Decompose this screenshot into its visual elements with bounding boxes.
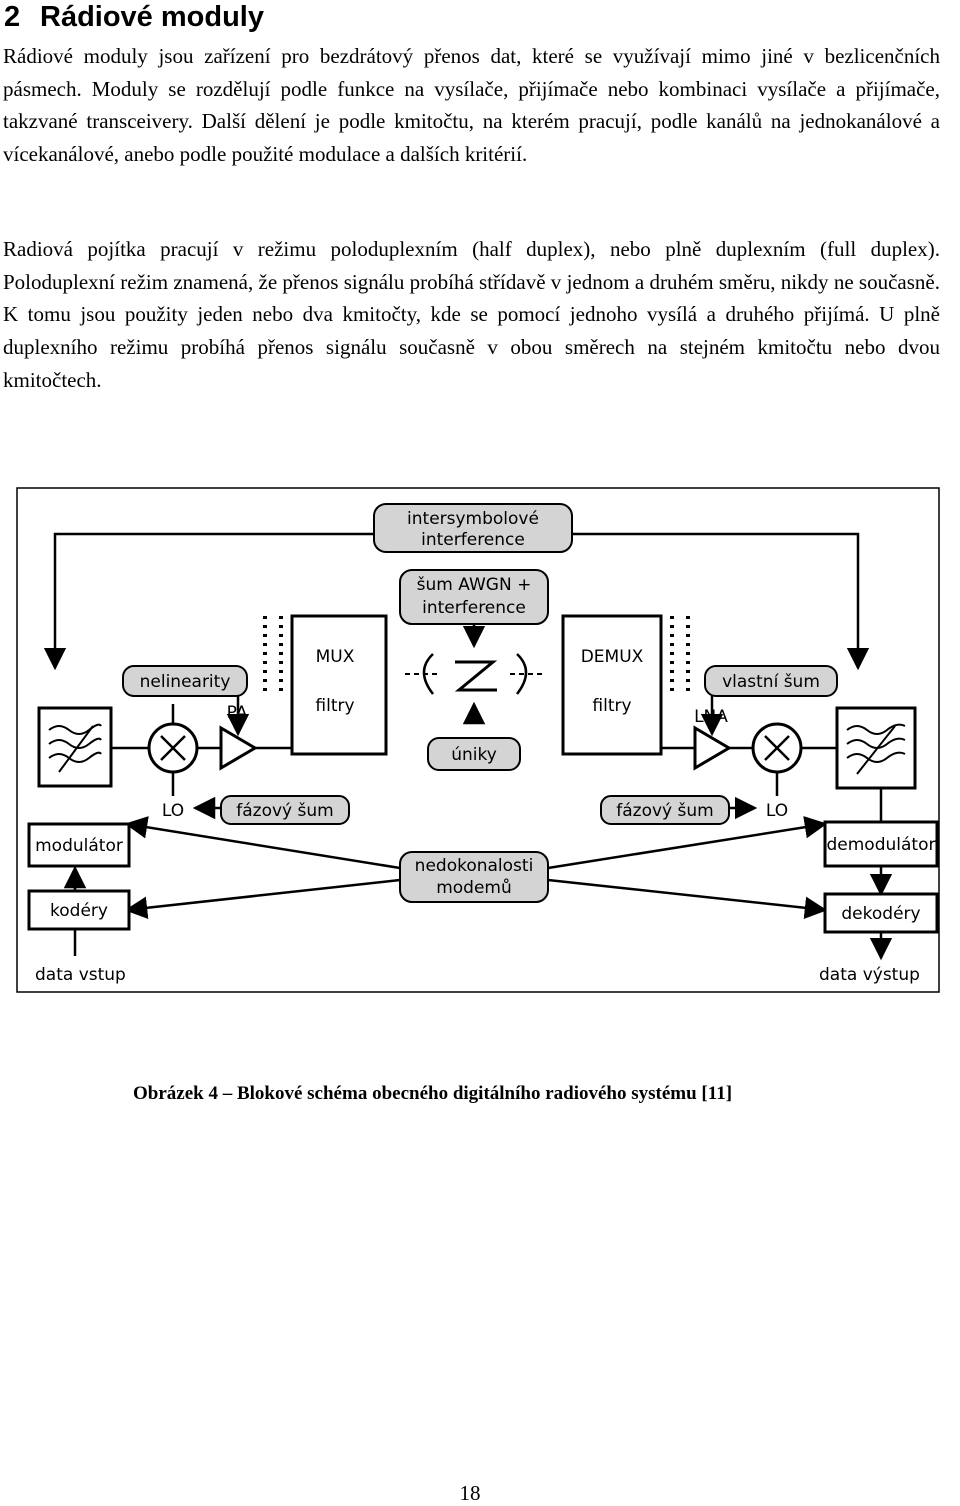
isi-feedback-lines (53, 532, 860, 666)
pa-amplifier (219, 725, 258, 771)
tx-phase-noise-box: fázový šum (220, 795, 350, 825)
isi-arrow-lines (43, 647, 870, 671)
modem-imperfection-box: nedokonalosti modemů (399, 851, 549, 903)
rx-lo-label: LO (766, 801, 788, 821)
modem-label-1: nedokonalosti (415, 856, 534, 876)
data-in-label: data vstup (35, 965, 126, 985)
demodulator-label: demodulátor (827, 835, 936, 855)
section-number: 2 (4, 1, 21, 33)
awgn-label-1: šum AWGN + (417, 575, 532, 595)
dotted-leads (263, 616, 690, 691)
tx-filter-bank (37, 706, 113, 788)
rx-signal-lines (661, 696, 893, 961)
page-number: 18 (459, 1481, 481, 1505)
channel-symbol (405, 653, 545, 695)
figure-frame (16, 487, 940, 993)
own-noise-label: vlastní šum (722, 672, 820, 692)
tx-lo-label: LO (162, 801, 184, 821)
awgn-noise-box: šum AWGN + interference (399, 569, 549, 625)
own-noise-box: vlastní šum (704, 665, 838, 697)
intersymbol-interference-box: intersymbolové interference (373, 503, 573, 553)
modulator-block: modulátor (27, 822, 131, 868)
block-diagram-figure: intersymbolové interference šum AWGN + i… (15, 486, 941, 994)
demux-filter-block: DEMUX filtry (561, 614, 663, 756)
awgn-label-2: interference (422, 598, 526, 618)
data-out-label: data výstup (819, 965, 920, 985)
nonlinearity-label: nelinearity (140, 672, 231, 692)
tx-filter-label: filtry (315, 696, 354, 716)
section-title: Rádiové moduly (40, 1, 264, 33)
block-diagram: intersymbolové interference šum AWGN + i… (16, 487, 940, 993)
lna-label: LNA (694, 707, 728, 727)
decoders-block: dekodéry (823, 892, 939, 934)
decoders-label: dekodéry (841, 904, 920, 924)
rx-mixer (751, 722, 803, 774)
fading-box: úniky (427, 737, 521, 771)
rx-filter-bank (835, 706, 917, 790)
fading-label: úniky (451, 745, 497, 765)
intersymbol-label-1: intersymbolové (407, 509, 539, 529)
mux-label: MUX (316, 647, 355, 667)
tx-mixer (147, 722, 199, 774)
figure-caption: Obrázek 4 – Blokové schéma obecného digi… (133, 1083, 733, 1104)
modem-imperfection-arrows (124, 816, 828, 920)
paragraph-duplex: Radiová pojítka pracují v režimu polodup… (3, 237, 940, 392)
lna-amplifier (693, 725, 732, 771)
pa-label: PA (227, 703, 248, 723)
intersymbol-label-2: interference (421, 530, 525, 550)
mux-filter-block: MUX filtry (290, 614, 388, 756)
rx-phase-noise-label: fázový šum (616, 801, 713, 821)
nonlinearity-box: nelinearity (122, 665, 248, 697)
encoders-block: kodéry (27, 889, 131, 931)
section-heading: 2 Rádiové moduly (4, 0, 264, 34)
modulator-label: modulátor (35, 836, 123, 856)
encoders-label: kodéry (50, 901, 108, 921)
paragraph-intro: Rádiové moduly jsou zařízení pro bezdrát… (3, 44, 940, 167)
demux-label: DEMUX (581, 647, 644, 667)
tx-phase-noise-label: fázový šum (236, 801, 333, 821)
rx-phase-noise-box: fázový šum (600, 795, 730, 825)
modem-label-2: modemů (436, 878, 512, 898)
rx-filter-label: filtry (592, 696, 631, 716)
demodulator-block: demodulátor (823, 820, 939, 868)
